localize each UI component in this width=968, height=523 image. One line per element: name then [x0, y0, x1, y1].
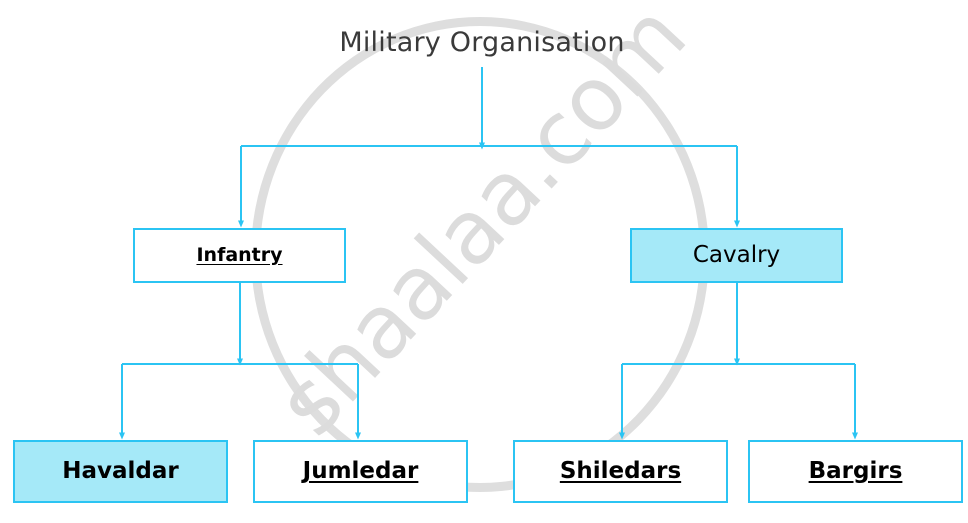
- node-label-shiledars: Shiledars: [559, 458, 682, 484]
- node-bargirs: Bargirs: [748, 440, 963, 503]
- node-label-military-organisation: Military Organisation: [339, 26, 625, 58]
- node-label-cavalry: Cavalry: [692, 242, 781, 268]
- node-jumledar: Jumledar: [253, 440, 468, 503]
- node-infantry: Infantry: [133, 228, 346, 283]
- node-label-jumledar: Jumledar: [302, 458, 419, 484]
- node-shiledars: Shiledars: [513, 440, 728, 503]
- node-label-infantry: Infantry: [196, 244, 283, 266]
- node-havaldar: Havaldar: [13, 440, 228, 503]
- node-military-organisation: Military Organisation: [270, 20, 694, 64]
- node-cavalry: Cavalry: [630, 228, 843, 283]
- node-label-havaldar: Havaldar: [62, 458, 179, 484]
- node-label-bargirs: Bargirs: [808, 458, 903, 484]
